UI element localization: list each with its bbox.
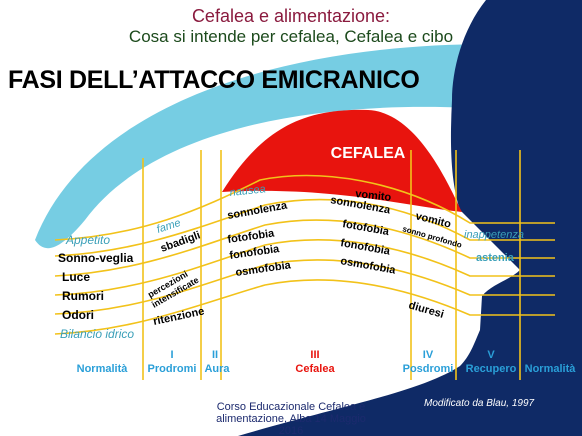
source-note: Modificato da Blau, 1997 <box>424 398 535 409</box>
phase-3-numeral: III <box>310 349 319 361</box>
label-osmofobia-2: osmofobia <box>339 255 397 277</box>
phase-5-name: Recupero <box>466 363 517 375</box>
label-vomito-1: vomito <box>355 188 392 204</box>
head-profile-silhouette <box>238 0 582 436</box>
row-label-luce: Luce <box>62 270 90 284</box>
header-line-2: Cosa si intende per cefalea, Cefalea e c… <box>128 27 454 46</box>
row-label-sonno-veglia: Sonno-veglia <box>58 251 134 265</box>
label-sonnolenza-1: sonnolenza <box>226 199 289 221</box>
label-ritenzione: ritenzione <box>152 305 205 328</box>
symptom-curves <box>54 174 555 335</box>
cefalea-peak-label: CEFALEA <box>331 145 406 162</box>
phase-1-name: Prodromi <box>148 363 197 375</box>
row-label-rumori: Rumori <box>62 289 104 303</box>
label-astenia: astenia <box>476 252 515 264</box>
row-label-appetito: Appetito <box>65 233 110 247</box>
label-nausea: nausea <box>229 183 266 199</box>
label-fame: fame <box>155 217 182 236</box>
label-inappetenza: inappetenza <box>464 229 524 241</box>
footer-note: Corso Educazionale Cefalea e alimentazio… <box>216 401 366 436</box>
header-line-1: Cefalea e alimentazione: <box>191 6 391 26</box>
phase-normalita-right-name: Normalità <box>525 363 577 375</box>
label-osmofobia-1: osmofobia <box>235 259 293 279</box>
label-fotofobia-2: fotofobia <box>341 218 390 238</box>
phase-1-numeral: I <box>170 349 173 361</box>
cefalea-peak <box>222 109 462 212</box>
label-fonofobia-1: fonofobia <box>229 243 281 262</box>
phase-4-numeral: IV <box>423 349 434 361</box>
phase-2-numeral: II <box>212 349 218 361</box>
main-title: FASI DELL’ATTACCO EMICRANICO <box>8 66 420 94</box>
label-vomito-2: vomito <box>414 210 452 230</box>
phase-4-name: Posdromi <box>403 363 454 375</box>
label-fonofobia-2: fonofobia <box>339 237 391 258</box>
blue-swoosh-band <box>35 44 582 249</box>
row-label-odori: Odori <box>62 308 94 322</box>
phase-2-name: Aura <box>204 363 230 375</box>
label-fotofobia-1: fotofobia <box>227 227 276 246</box>
phase-dividers <box>142 150 521 380</box>
phase-5-numeral: V <box>487 349 495 361</box>
phase-3-name: Cefalea <box>295 363 335 375</box>
phase-normalita-left-name: Normalità <box>77 363 129 375</box>
row-label-bilancio-idrico: Bilancio idrico <box>60 327 134 341</box>
